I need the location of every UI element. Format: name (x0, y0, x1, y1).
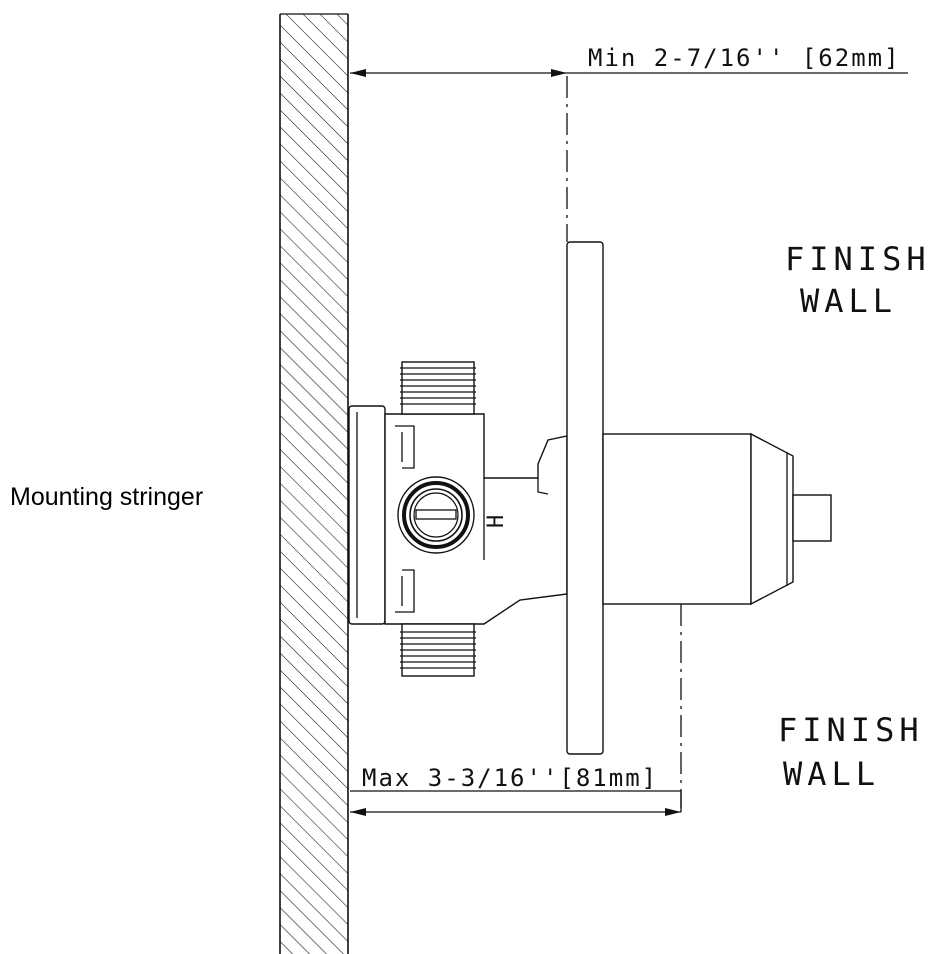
side-port-plug (397, 476, 475, 554)
bottom-threaded-outlet (400, 623, 476, 677)
max-dimension-label: Max 3-3/16''[81mm] (362, 764, 658, 792)
mounting-stringer-label: Mounting stringer (10, 483, 203, 511)
max-dimension-line (350, 790, 682, 816)
trim-plate (566, 241, 604, 755)
mounting-stringer-hatch (279, 13, 349, 954)
valve-body: H (348, 361, 568, 677)
handle-assembly (602, 432, 832, 606)
min-dimension-line (350, 69, 908, 77)
hot-side-mark: H (484, 515, 509, 528)
min-dimension-label: Min 2-7/16'' [62mm] (588, 44, 901, 72)
finish-wall-lower-label-line1: FINISH (778, 711, 924, 749)
top-threaded-inlet (400, 361, 476, 415)
finish-wall-upper-label-line2: WALL (800, 282, 897, 320)
finish-wall-lower-label-line2: WALL (783, 755, 880, 793)
finish-wall-upper-label-line1: FINISH (785, 240, 928, 278)
